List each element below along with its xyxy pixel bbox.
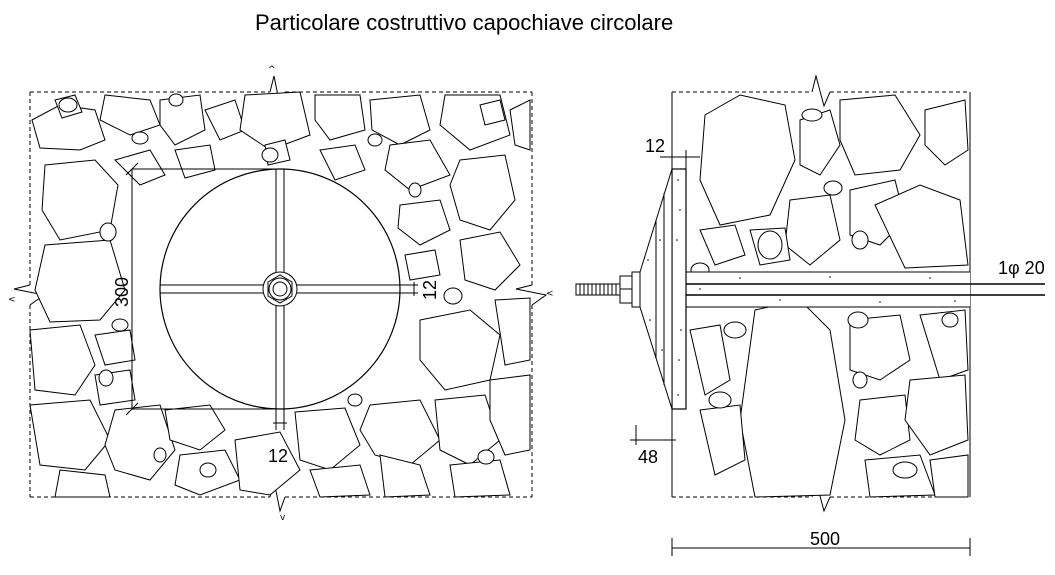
tie-rod-label: 1φ 20 [998, 258, 1045, 278]
anchor-plate-front [159, 168, 401, 410]
tie-rod-grout-channel [686, 271, 970, 308]
section-view: 12 48 500 1φ 20 [575, 74, 1045, 556]
front-view: ^ v < < [8, 65, 554, 523]
svg-text:<: < [546, 289, 554, 299]
dimension-plate-diameter: 300 [112, 162, 276, 416]
tie-rod [575, 271, 1045, 308]
dim-plate-thickness-label: 12 [645, 136, 665, 156]
dimension-rib-thickness-bottom: 12 [268, 409, 288, 466]
dim-wall-thickness-label: 500 [810, 529, 840, 549]
dimension-rib-thickness-right: 12 [400, 280, 440, 300]
dim-rib-right-label: 12 [420, 280, 440, 300]
mortar-speckles [647, 179, 956, 396]
dim-rib-depth-label: 48 [638, 447, 658, 467]
svg-text:<: < [8, 295, 16, 305]
front-masonry-boundary: ^ v < < [8, 65, 554, 523]
section-stones [689, 94, 969, 498]
dim-plate-diameter-label: 300 [112, 277, 132, 307]
svg-text:^: ^ [268, 65, 276, 75]
svg-text:v: v [280, 513, 286, 523]
front-stones [29, 91, 531, 498]
dimension-plate-thickness: 12 [645, 136, 700, 169]
dimension-rib-depth: 48 [630, 425, 676, 467]
dimension-wall-thickness: 500 [671, 529, 971, 556]
drawing-title: Particolare costruttivo capochiave circo… [255, 10, 673, 35]
dim-rib-bottom-label: 12 [268, 446, 288, 466]
anchor-plate-section [639, 168, 687, 410]
